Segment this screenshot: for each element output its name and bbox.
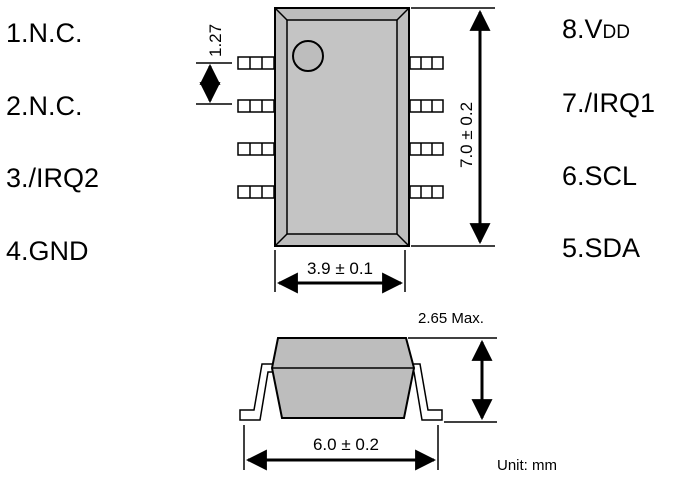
length-dimension: 7.0 ± 0.2: [411, 7, 495, 247]
body-width-dimension: 3.9 ± 0.1: [274, 250, 406, 294]
height-dimension: 2.65 Max.: [408, 310, 497, 423]
height-dimension-label: 2.65 Max.: [418, 310, 484, 327]
unit-note: Unit: mm: [497, 457, 557, 474]
pitch-dimension: 1.27: [196, 24, 232, 105]
lead-span-dimension: 6.0 ± 0.2: [243, 425, 439, 471]
pin-label-7: 7./IRQ1: [562, 88, 655, 118]
pin-label-8: 8.VDD: [562, 14, 630, 44]
pin-label-2: 2.N.C.: [6, 91, 83, 121]
side-view: [239, 337, 443, 421]
right-leads: [409, 56, 444, 199]
pin-label-3: 3./IRQ2: [6, 163, 99, 193]
pin-label-5: 5.SDA: [562, 233, 640, 263]
length-dimension-label: 7.0 ± 0.2: [457, 102, 476, 168]
pitch-dimension-label: 1.27: [206, 24, 225, 57]
body-width-dimension-label: 3.9 ± 0.1: [307, 259, 373, 278]
pin-label-4: 4.GND: [6, 236, 89, 266]
pin-label-6: 6.SCL: [562, 161, 637, 191]
left-leads: [237, 56, 275, 199]
pin-label-8-prefix: 8.V: [562, 14, 603, 44]
side-view-body: [270, 337, 416, 419]
pin1-indicator-dot: [292, 40, 324, 72]
pin-label-8-subscript: DD: [603, 22, 630, 43]
lead-span-dimension-label: 6.0 ± 0.2: [313, 435, 379, 454]
top-view: [237, 7, 444, 247]
pin-label-1: 1.N.C.: [6, 18, 83, 48]
